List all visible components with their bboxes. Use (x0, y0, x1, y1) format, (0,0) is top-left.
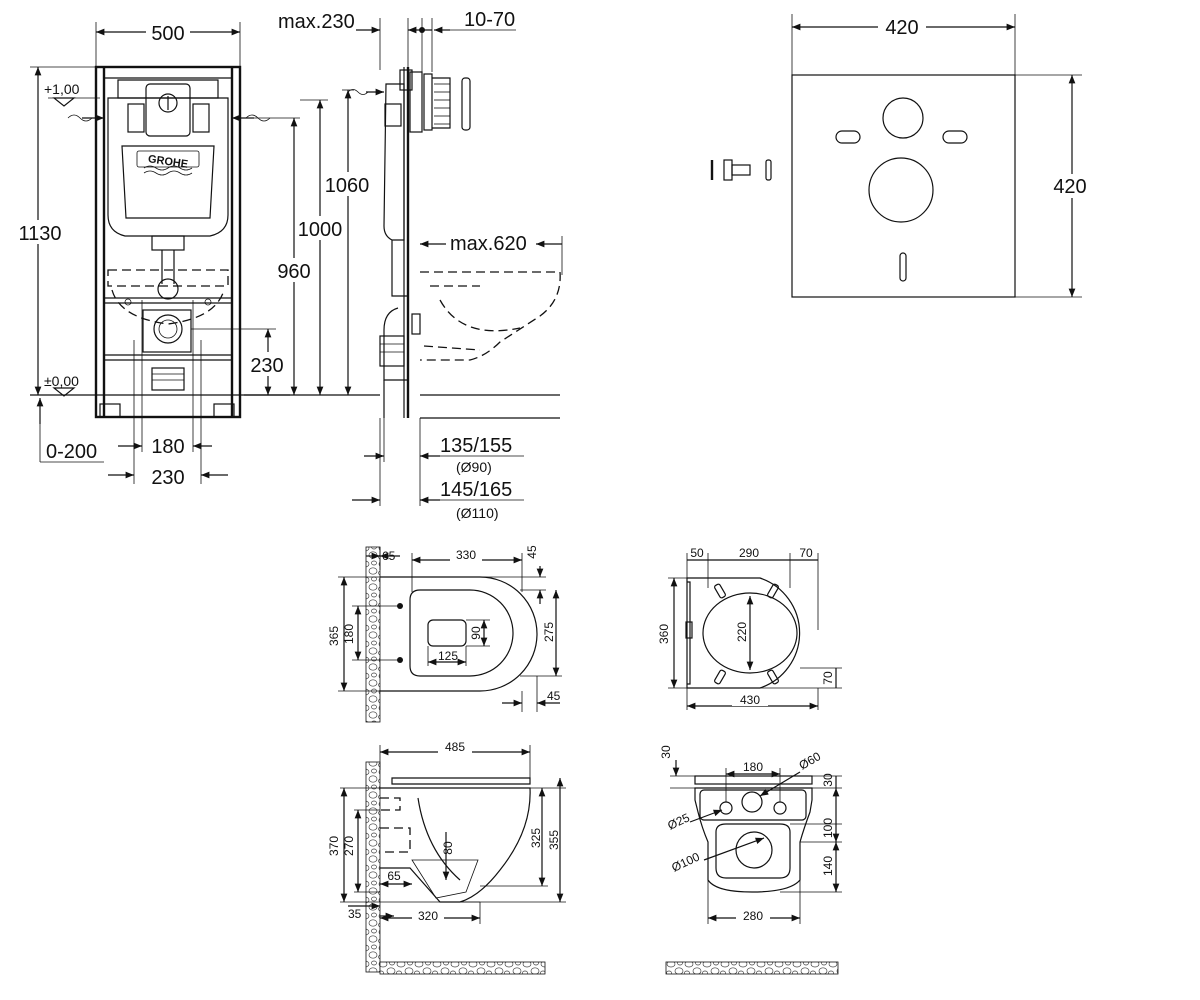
dim-side-370: 370 (327, 836, 341, 856)
dim-max230: max.230 (278, 11, 355, 33)
dim-frame-height: 1130 (18, 223, 61, 245)
dim-bowl-125: 125 (438, 649, 458, 663)
dim-180-width: 180 (151, 436, 184, 458)
dim-side-65: 65 (387, 869, 401, 883)
dim-960: 960 (277, 261, 310, 283)
frame-front-outline (67, 65, 271, 419)
dim-plate-height: 420 (1053, 176, 1086, 198)
dim-back-180: 180 (743, 760, 763, 774)
frame-front-view: GROHE 500 1130 +1,00 ±0,00 960 1000 (16, 20, 380, 489)
level-zero: ±0,00 (44, 373, 79, 389)
dim-side-320: 320 (418, 909, 438, 923)
dim-230-width: 230 (151, 467, 184, 489)
dim-phi90: (Ø90) (456, 459, 492, 475)
level-top: +1,00 (44, 81, 80, 97)
dim-back-280: 280 (743, 909, 763, 923)
dim-1060: 1060 (325, 175, 370, 197)
dim-seat-70-side: 70 (821, 671, 835, 685)
dim-bowl-45-top: 45 (525, 545, 539, 559)
dim-seat-70-top: 70 (799, 546, 813, 560)
dim-seat-290: 290 (739, 546, 759, 560)
dim-back-30-left: 30 (659, 745, 673, 759)
dim-plate-width: 420 (885, 17, 918, 39)
dim-bowl-365: 365 (327, 626, 341, 646)
dim-bowl-65: 65 (382, 549, 396, 563)
seat-top-view: 50 290 70 360 220 70 430 (657, 546, 842, 710)
dim-frame-width: 500 (151, 23, 184, 45)
dim-back-140: 140 (821, 856, 835, 876)
dim-back-phi60: Ø60 (797, 749, 824, 773)
dim-seat-430: 430 (740, 693, 760, 707)
dim-side-35: 35 (348, 907, 362, 921)
dim-back-phi25: Ø25 (665, 810, 692, 832)
dim-side-485: 485 (445, 740, 465, 754)
dim-side-270: 270 (342, 836, 356, 856)
dim-side-80: 80 (441, 841, 455, 855)
dim-bowl-90: 90 (469, 626, 483, 640)
dim-seat-220: 220 (735, 622, 749, 642)
dim-seat-50: 50 (690, 546, 704, 560)
bowl-side-view: 485 370 270 80 325 355 65 35 320 (327, 739, 566, 975)
dim-back-30-right: 30 (821, 773, 835, 787)
dim-145-165: 145/165 (440, 479, 512, 501)
dim-bowl-275: 275 (542, 622, 556, 642)
frame-side-view: max.230 10-70 max.620 135/155 (Ø90) 145/… (278, 9, 563, 521)
sound-insulation-plate: 420 420 (710, 14, 1094, 298)
dim-135-155: 135/155 (440, 435, 512, 457)
dim-bowl-330: 330 (456, 548, 476, 562)
dim-1000: 1000 (298, 219, 343, 241)
bowl-back-view: 30 180 Ø60 30 Ø25 100 Ø100 140 280 (659, 745, 842, 975)
dim-side-355: 355 (547, 830, 561, 850)
dim-phi110: (Ø110) (456, 505, 499, 521)
dim-floor-adjust: 0-200 (46, 441, 97, 463)
dim-seat-360: 360 (657, 624, 671, 644)
dim-side-325: 325 (529, 828, 543, 848)
dim-max620: max.620 (450, 233, 527, 255)
dim-10-70: 10-70 (464, 9, 515, 31)
dim-back-phi100: Ø100 (669, 849, 702, 874)
bowl-top-view: 365 180 65 330 45 275 90 125 4 (327, 545, 562, 723)
dim-230-height: 230 (250, 355, 283, 377)
dim-bowl-45-bottom: 45 (547, 689, 561, 703)
frame-side-outline (347, 67, 561, 419)
grohe-logo: GROHE (147, 153, 189, 170)
dim-bowl-180: 180 (342, 624, 356, 644)
dim-back-100: 100 (821, 818, 835, 838)
